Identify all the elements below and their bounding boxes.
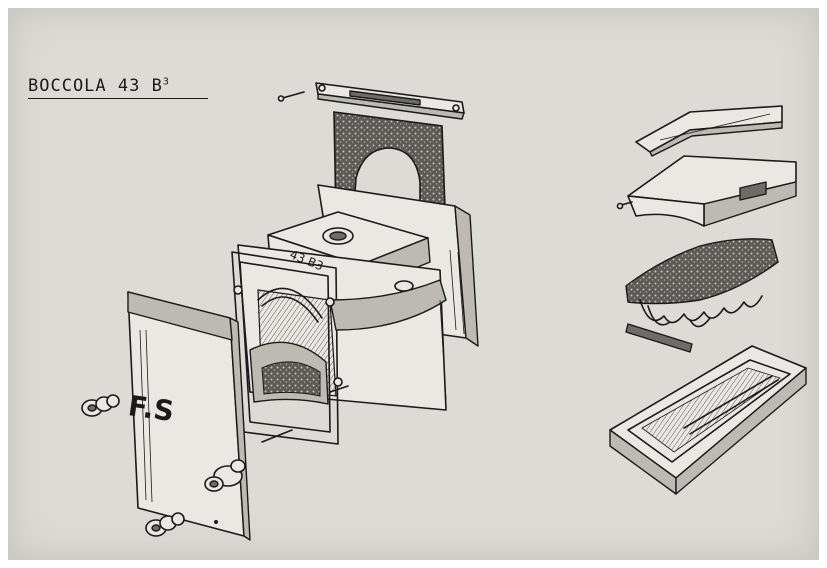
nuts-lower [145,512,185,537]
page-title: BOCCOLA 43 B3 [28,76,208,99]
bearing-shell [616,155,797,227]
title-superscript: 3 [162,76,170,88]
axlebox-housing: 43 B3 [231,184,479,445]
top-bar [315,82,465,120]
upper-pad [635,105,783,157]
lubricator-tray [609,345,807,495]
felt-lubricating-pad [625,238,779,353]
front-cover: F.S [126,291,251,541]
top-pin [277,91,305,102]
cover-mark: F.S [126,389,176,428]
nuts-upper [81,394,120,417]
title-text: BOCCOLA 43 B [28,76,163,96]
